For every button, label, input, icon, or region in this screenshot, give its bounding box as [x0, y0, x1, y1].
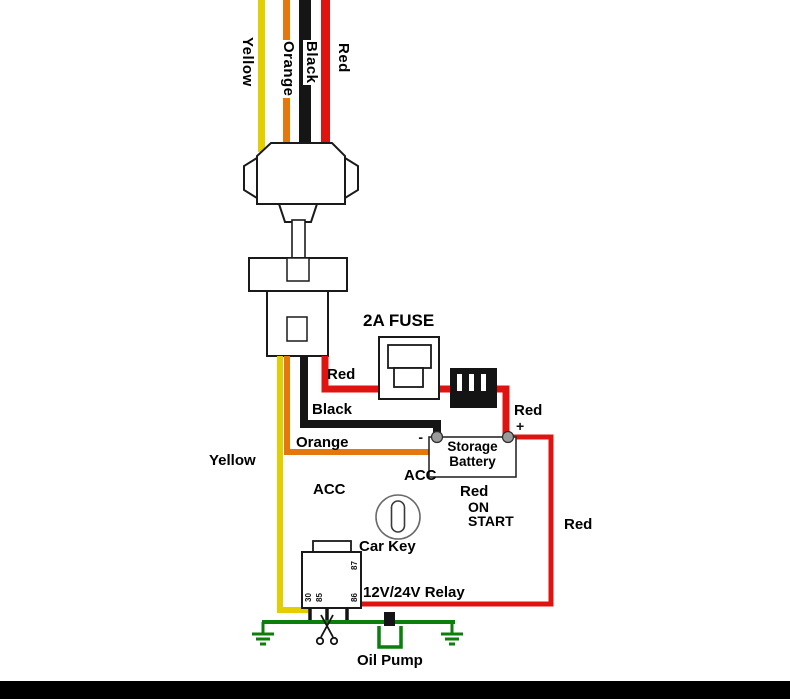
- yellow-wire-top: [258, 0, 265, 152]
- connector-top-slot: [286, 257, 310, 282]
- ground-symbol-right: [441, 622, 463, 646]
- connector-block-slot-1: [457, 374, 462, 391]
- relay: 30 85 87 86: [301, 540, 362, 622]
- fuse-inner-bottom: [393, 367, 424, 388]
- key-red-tag: Red: [460, 483, 489, 500]
- black-wire-tag: Black: [312, 401, 353, 418]
- ground-symbol-left: [252, 622, 274, 646]
- battery-positive-terminal: [501, 430, 515, 444]
- red-wire-block-to-battery: [494, 385, 510, 439]
- bottom-bar: [0, 681, 790, 699]
- battery-label-line2: Battery: [449, 453, 496, 469]
- battery-label: Storage Battery: [429, 439, 516, 470]
- relay-pin-85: 85: [315, 593, 324, 602]
- relay-pin-86: 86: [350, 593, 359, 602]
- yellow-wire-run: [277, 356, 311, 613]
- fuse-label: 2A FUSE: [363, 311, 435, 330]
- red-relay-tag: Red: [564, 516, 593, 533]
- battery-body: [428, 436, 517, 478]
- key-position-on: ON: [468, 499, 489, 515]
- battery-positive-mark: +: [516, 418, 524, 434]
- oil-pump-label: Oil Pump: [357, 652, 423, 669]
- cable-label-red: Red: [335, 42, 352, 74]
- fuse-2a: [378, 336, 440, 400]
- connector-block-slot-2: [469, 374, 474, 391]
- key-slot: [390, 500, 406, 533]
- fuse-inner-top: [387, 344, 432, 369]
- battery-label-line1: Storage: [447, 439, 498, 454]
- orange-wire-tag: Orange: [296, 434, 349, 451]
- key-position-start: START: [468, 513, 514, 529]
- red-battery-tag: Red: [514, 402, 543, 419]
- oil-pump-cap: [384, 612, 395, 626]
- connector-nose: [277, 203, 319, 223]
- relay-label: 12V/24V Relay: [363, 584, 465, 601]
- ground-circuit: [252, 620, 463, 646]
- relay-pin-87: 87: [350, 561, 359, 570]
- red-wire-tag: Red: [327, 366, 356, 383]
- battery-negative-terminal: [430, 430, 444, 444]
- relay-body: [301, 551, 362, 609]
- storage-battery: - +: [418, 418, 524, 478]
- connector-male: [243, 142, 359, 223]
- car-key-switch: [375, 494, 421, 540]
- cable-label-black: Black: [303, 40, 320, 85]
- acc-wire-tag: ACC: [404, 467, 437, 484]
- connector-female: [248, 257, 348, 357]
- orange-wire-run: [284, 356, 430, 455]
- connector-block: [450, 368, 497, 408]
- red-wire-top: [321, 0, 330, 152]
- battery-negative-mark: -: [418, 429, 423, 445]
- red-wire-to-fuse: [321, 356, 382, 393]
- connector-right-wing: [344, 156, 359, 200]
- relay-pin-30: 30: [304, 593, 313, 602]
- car-key-label: Car Key: [359, 538, 416, 555]
- connector-left-wing: [243, 156, 258, 200]
- connector-body: [256, 142, 346, 205]
- oil-pump-symbol: [377, 612, 403, 649]
- key-position-acc: ACC: [313, 481, 346, 498]
- cable-label-yellow: Yellow: [239, 36, 256, 88]
- connector-latch: [291, 219, 306, 261]
- oil-pump-cup: [377, 626, 403, 649]
- connector-block-slot-3: [481, 374, 486, 391]
- connector-lower-slot: [286, 316, 308, 342]
- yellow-wire-tag: Yellow: [209, 452, 256, 469]
- red-wire-battery-to-relay: [361, 434, 554, 607]
- cable-label-orange: Orange: [280, 40, 297, 98]
- cut-mark-scissors-icon: [315, 614, 339, 646]
